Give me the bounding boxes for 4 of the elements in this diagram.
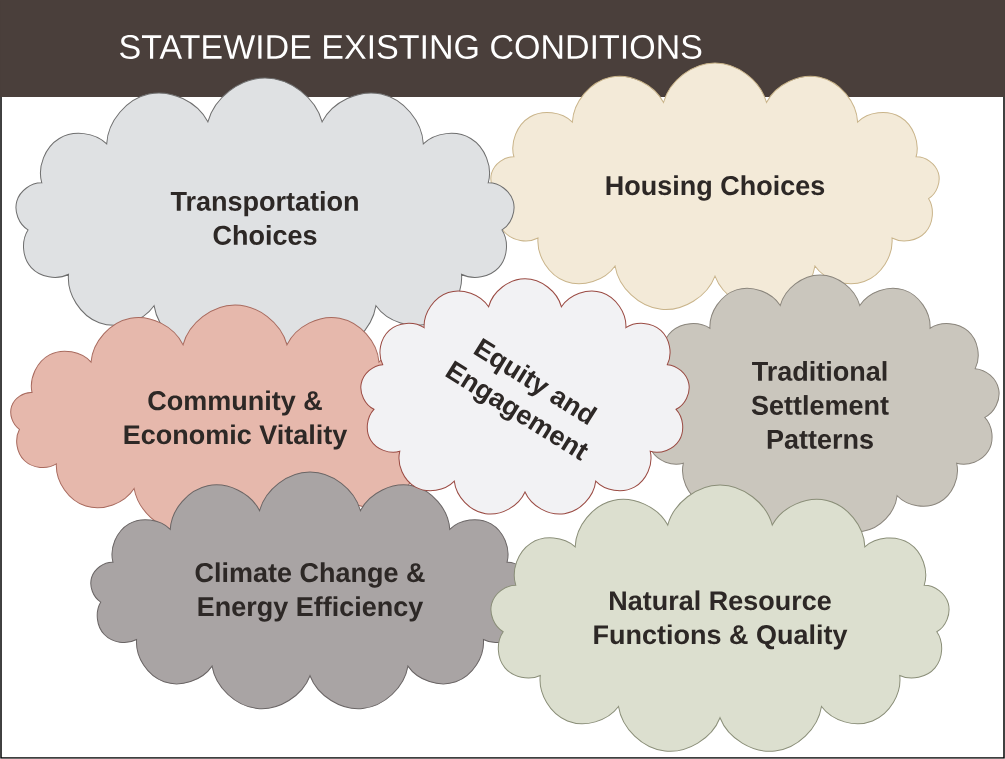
topic-cloud: Natural Resource Functions & Quality xyxy=(490,484,950,752)
title-bar: STATEWIDE EXISTING CONDITIONS xyxy=(0,0,1005,97)
topic-cloud: Climate Change & Energy Efficiency xyxy=(90,471,530,710)
topic-cloud: Housing Choices xyxy=(490,62,940,311)
